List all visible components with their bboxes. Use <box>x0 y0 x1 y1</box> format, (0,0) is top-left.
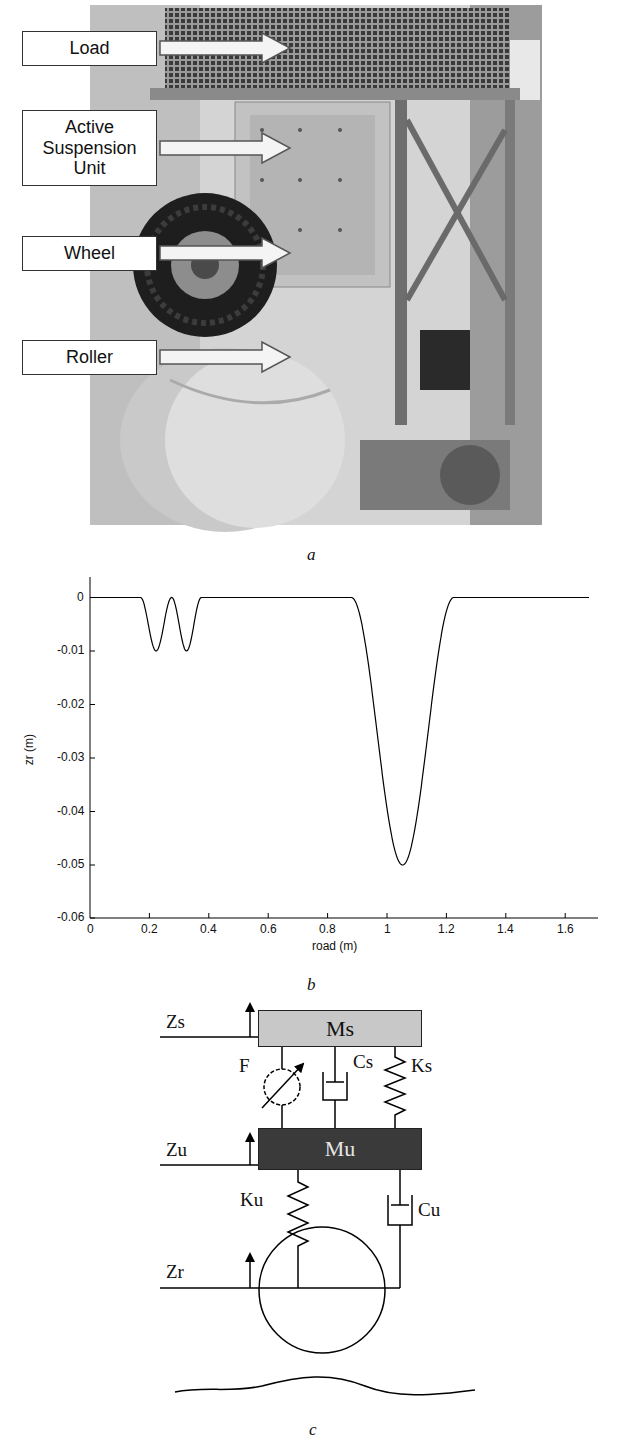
axis-title: zr (m) <box>23 734 36 765</box>
panel-letter: a <box>307 546 316 565</box>
node-text: Ms <box>326 1016 354 1042</box>
variable-label: Ks <box>411 1056 432 1077</box>
tick-label: 0 <box>77 591 84 604</box>
callout-box: Roller <box>22 340 157 375</box>
tick-label: 1.2 <box>438 923 455 936</box>
panel-letter: b <box>307 976 316 995</box>
variable-label: F <box>239 1056 250 1077</box>
quarter-car-model <box>160 1004 475 1395</box>
node-text: Load <box>69 38 109 59</box>
variable-label: Cu <box>418 1200 440 1221</box>
tick-label: -0.02 <box>57 698 84 711</box>
callout-box: Load <box>22 31 157 66</box>
tick-label: 1.4 <box>497 923 514 936</box>
node-text: Wheel <box>64 243 115 264</box>
tick-label: 0.4 <box>200 923 217 936</box>
variable-label: Ku <box>240 1190 263 1211</box>
panel-letter: c <box>309 1421 317 1440</box>
tick-label: 0.2 <box>141 923 158 936</box>
tick-label: 0.8 <box>319 923 336 936</box>
variable-label: Zs <box>166 1012 185 1033</box>
tick-label: -0.01 <box>57 644 84 657</box>
tick-label: -0.06 <box>57 911 84 924</box>
axis-title: road (m) <box>312 940 357 953</box>
tick-label: -0.05 <box>57 858 84 871</box>
sprung-mass-block: Ms <box>258 1010 422 1047</box>
node-text: Mu <box>325 1136 356 1162</box>
callout-box: Wheel <box>22 236 157 271</box>
callout-box: Active Suspension Unit <box>22 110 157 186</box>
node-text: Roller <box>66 347 113 368</box>
test-rig-photo <box>90 5 542 532</box>
tick-label: -0.03 <box>57 751 84 764</box>
variable-label: Cs <box>353 1052 373 1073</box>
tick-label: -0.04 <box>57 805 84 818</box>
node-text: Active Suspension Unit <box>29 117 150 179</box>
road-profile-plot <box>90 577 598 918</box>
variable-label: Zu <box>166 1140 187 1161</box>
tick-label: 1 <box>384 923 391 936</box>
tick-label: 0.6 <box>260 923 277 936</box>
unsprung-mass-block: Mu <box>258 1128 422 1170</box>
tick-label: 0 <box>87 923 94 936</box>
variable-label: Zr <box>166 1262 184 1283</box>
tick-label: 1.6 <box>557 923 574 936</box>
